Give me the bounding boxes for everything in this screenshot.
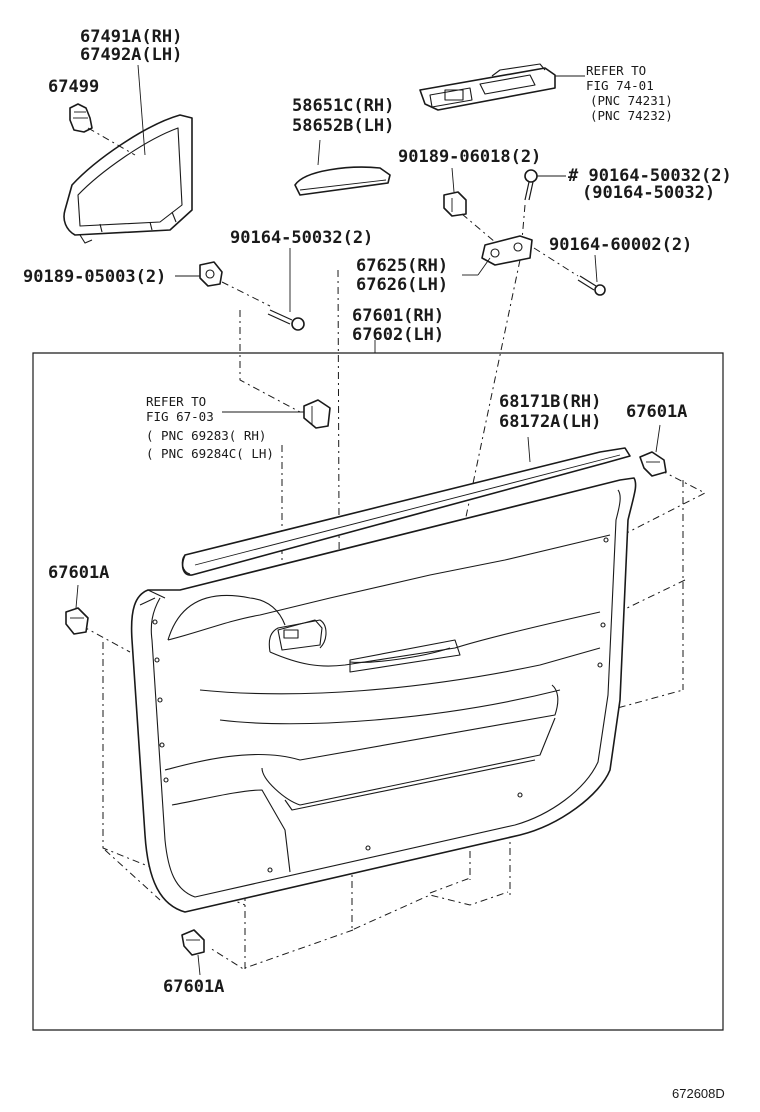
- inner-garnish-part: [63, 114, 193, 244]
- clip-67601a-bottom: [181, 929, 205, 956]
- label-58651c: 58651C(RH): [292, 96, 394, 116]
- dash-05003: [221, 281, 271, 307]
- label-58652b: 58652B(LH): [292, 116, 394, 136]
- belt-moulding-part: [181, 447, 631, 576]
- screw-90164-50032-mid: [267, 309, 305, 331]
- label-67491a: 67491A(RH): [80, 27, 182, 47]
- label-90189-05003: 90189-05003(2): [23, 267, 166, 287]
- door-trim-board-part: [130, 477, 637, 913]
- screw-90164-50032-top: [524, 169, 538, 201]
- refer-top-line3: (PNC 74231): [590, 93, 673, 108]
- handle-bracket-part: [481, 235, 533, 266]
- clip-67499: [69, 103, 93, 133]
- refer-mid-line1: REFER TO: [146, 394, 206, 409]
- leader-58651c: [317, 139, 321, 166]
- dash-nut-to-bracket: [461, 213, 496, 243]
- label-67626: 67626(LH): [356, 275, 448, 295]
- refer-mid-line4: ( PNC 69284C( LH): [146, 446, 274, 461]
- leader-90164-60002: [594, 254, 598, 283]
- clip-90189-05003: [199, 261, 223, 287]
- label-90164-60002: 90164-60002(2): [549, 235, 692, 255]
- label-67492a: 67492A(LH): [80, 45, 182, 65]
- leader-68171b: [527, 436, 531, 463]
- leader-67601a-left: [75, 584, 79, 609]
- refer-mid-line2: FIG 67-03: [146, 409, 214, 424]
- pull-handle-cover-part: [294, 166, 391, 196]
- label-67625: 67625(RH): [356, 256, 448, 276]
- label-68172a: 68172A(LH): [499, 412, 601, 432]
- refer-top-line1: REFER TO: [586, 63, 646, 78]
- label-90189-06018: 90189-06018(2): [398, 147, 541, 167]
- label-67601a-right: 67601A: [626, 402, 687, 422]
- leader-67491a: [137, 64, 146, 156]
- refer-mid-line3: ( PNC 69283( RH): [146, 428, 266, 443]
- leader-90189-06018: [451, 167, 455, 193]
- label-90164-50032-paren: (90164-50032): [582, 183, 715, 203]
- clip-67499-dash: [87, 127, 136, 156]
- label-67601a-left: 67601A: [48, 563, 109, 583]
- label-68171b: 68171B(RH): [499, 392, 601, 412]
- label-67601: 67601(RH): [352, 306, 444, 326]
- screw-90164-60002: [577, 275, 606, 296]
- window-switch-part: [419, 63, 556, 111]
- leader-67601a-bottom: [197, 954, 201, 976]
- refer-top-line4: (PNC 74232): [590, 108, 673, 123]
- label-67499: 67499: [48, 77, 99, 97]
- leader-67625b: [477, 257, 491, 276]
- clip-67601a-left: [65, 607, 89, 635]
- label-67602: 67602(LH): [352, 325, 444, 345]
- label-67601a-bottom: 67601A: [163, 977, 224, 997]
- figure-code: 672608D: [672, 1086, 725, 1101]
- inside-handle-ref-part: [303, 399, 331, 429]
- dash-screw-top-down: [521, 204, 526, 241]
- assembly-frame: [32, 352, 724, 1031]
- nut-90189-06018: [443, 191, 467, 217]
- label-90164-50032-mid: 90164-50032(2): [230, 228, 373, 248]
- leader-67601a-right: [655, 424, 661, 453]
- clip-67601a-right: [639, 451, 667, 477]
- refer-top-line2: FIG 74-01: [586, 78, 654, 93]
- label-90164-50032-hash: # 90164-50032(2): [568, 166, 732, 186]
